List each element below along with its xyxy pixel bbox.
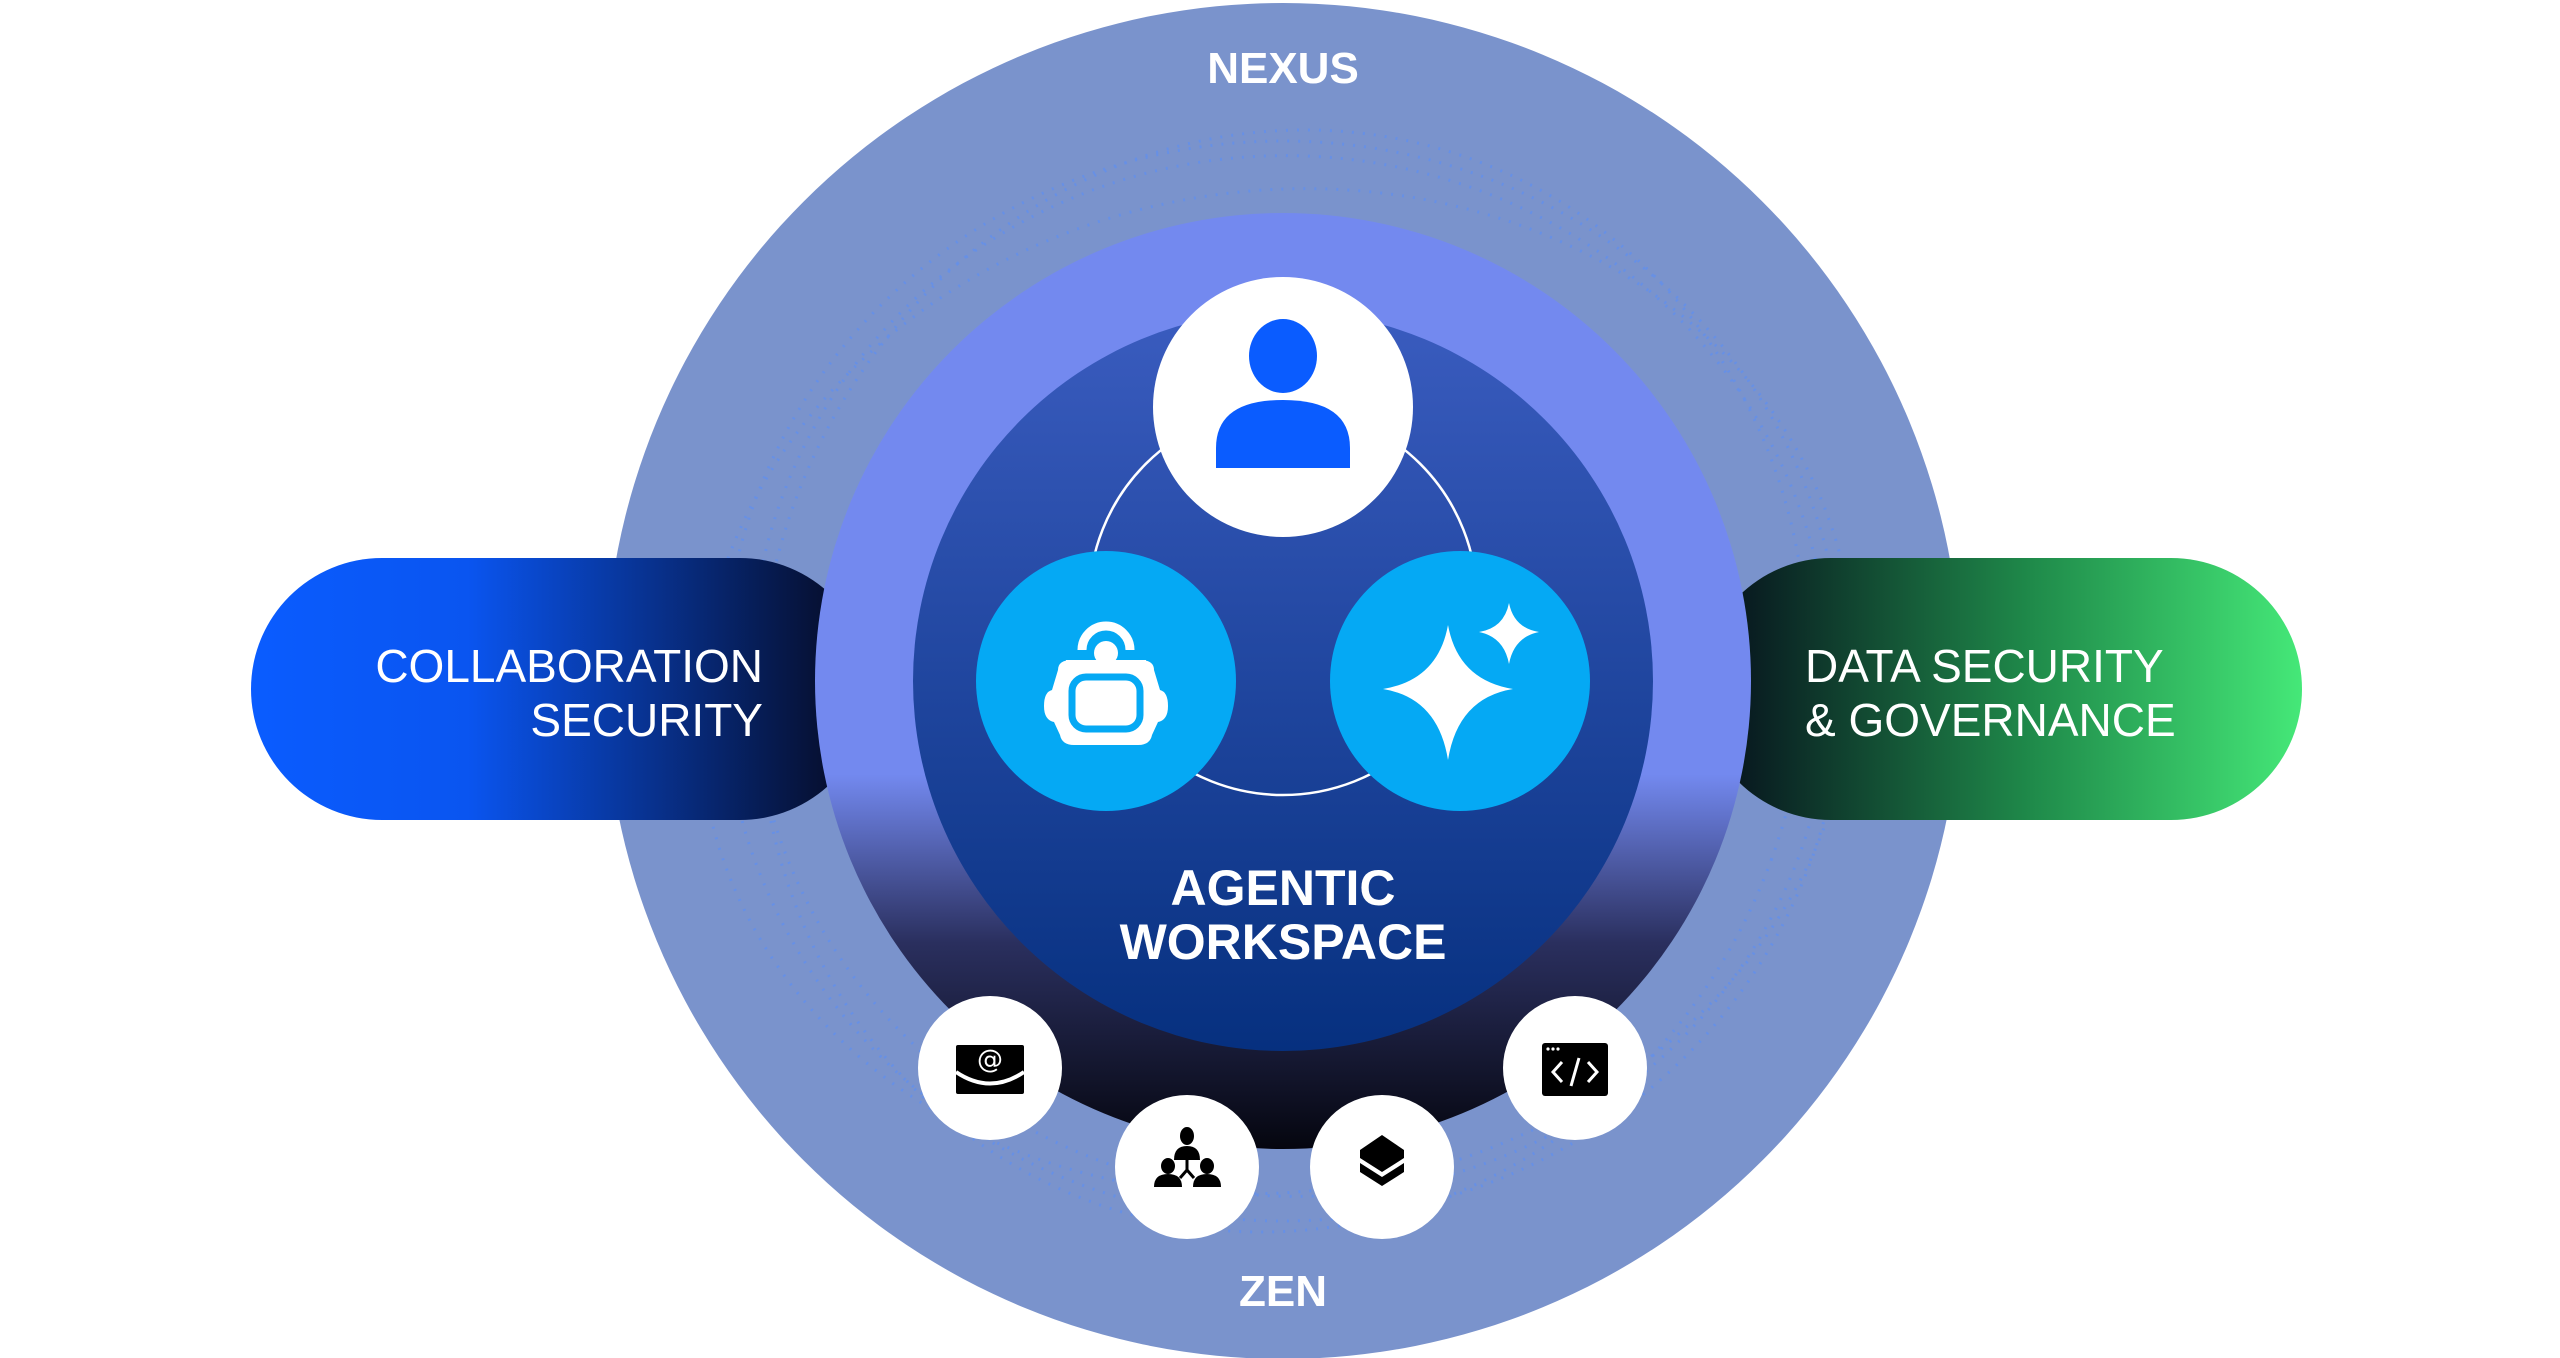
robot-icon <box>1044 621 1168 745</box>
person-icon <box>1216 319 1350 468</box>
email-tool: @ <box>918 996 1062 1140</box>
code-icon <box>1542 1043 1608 1096</box>
email-icon: @ <box>954 1045 1026 1094</box>
layers-icon <box>1360 1135 1404 1186</box>
person-node <box>1153 277 1413 537</box>
left-pill-line1: COLLABORATION <box>375 640 763 692</box>
layers-tool <box>1310 1095 1454 1239</box>
center-label-line1: AGENTIC <box>1171 860 1396 916</box>
right-pill-line1: DATA SECURITY <box>1805 640 2164 692</box>
data-security-governance-pill <box>1700 558 2302 820</box>
sparkle-icon <box>1383 603 1539 760</box>
right-pill-line2: & GOVERNANCE <box>1805 694 2176 746</box>
code-tool <box>1503 996 1647 1140</box>
workspace-core <box>913 311 1653 1051</box>
org-tool <box>1115 1095 1259 1239</box>
org-chart-icon <box>1154 1127 1221 1187</box>
nexus-label: NEXUS <box>1207 44 1359 93</box>
zen-label: ZEN <box>1239 1267 1327 1316</box>
agent-node <box>976 551 1236 811</box>
svg-text:@: @ <box>977 1045 1003 1075</box>
collaboration-security-pill <box>251 558 871 820</box>
ai-node <box>1330 551 1590 811</box>
left-pill-line2: SECURITY <box>530 694 763 746</box>
center-label-line2: WORKSPACE <box>1120 914 1447 970</box>
